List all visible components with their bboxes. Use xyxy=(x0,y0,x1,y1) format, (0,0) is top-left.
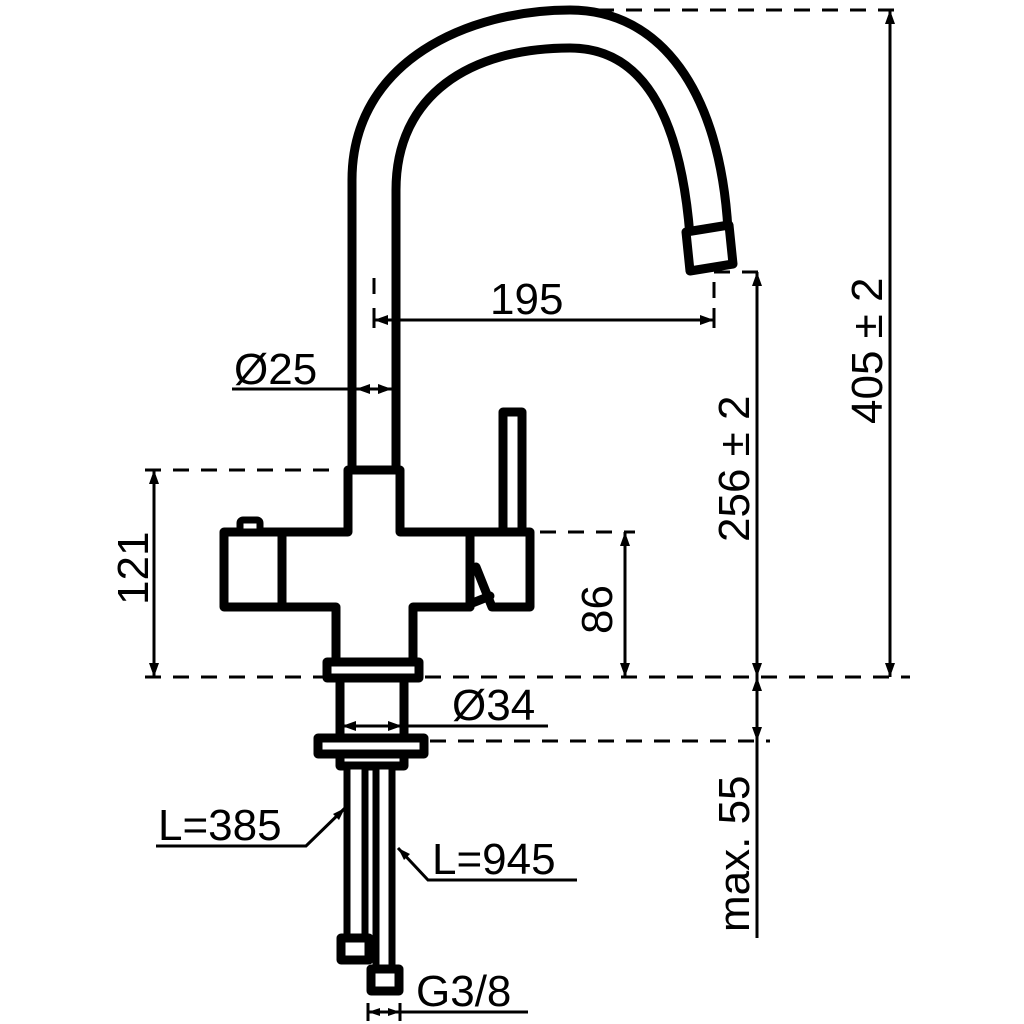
body-height-label: 121 xyxy=(109,532,158,605)
left-cartridge xyxy=(219,527,287,612)
max-countertop-label: max. 55 xyxy=(710,775,759,932)
spout-diameter-label: Ø25 xyxy=(234,345,317,394)
reference-lines xyxy=(145,8,910,743)
total-height-label: 405 ± 2 xyxy=(843,278,892,424)
spout-outlet-height-label: 256 ± 2 xyxy=(710,396,759,542)
hose-short xyxy=(343,762,369,945)
hose-short-fitting xyxy=(336,933,374,965)
mount-shank xyxy=(335,673,409,743)
hose-long-label: L=945 xyxy=(432,835,556,884)
spout-tip xyxy=(681,220,738,276)
hose-long-fitting xyxy=(366,964,404,996)
mount-diameter-label: Ø34 xyxy=(452,681,535,730)
lever-handle xyxy=(498,407,527,537)
spout xyxy=(347,5,738,475)
hoses xyxy=(336,762,404,996)
lever-curve xyxy=(465,591,495,609)
lever-height-label: 86 xyxy=(573,585,622,634)
thread-label: G3/8 xyxy=(416,967,511,1016)
dimension-lines xyxy=(149,10,895,1021)
button xyxy=(236,516,264,536)
spout-reach-label: 195 xyxy=(490,275,563,324)
faucet-body xyxy=(219,407,535,667)
hose-short-label: L=385 xyxy=(158,801,282,850)
hose-long xyxy=(372,762,396,976)
